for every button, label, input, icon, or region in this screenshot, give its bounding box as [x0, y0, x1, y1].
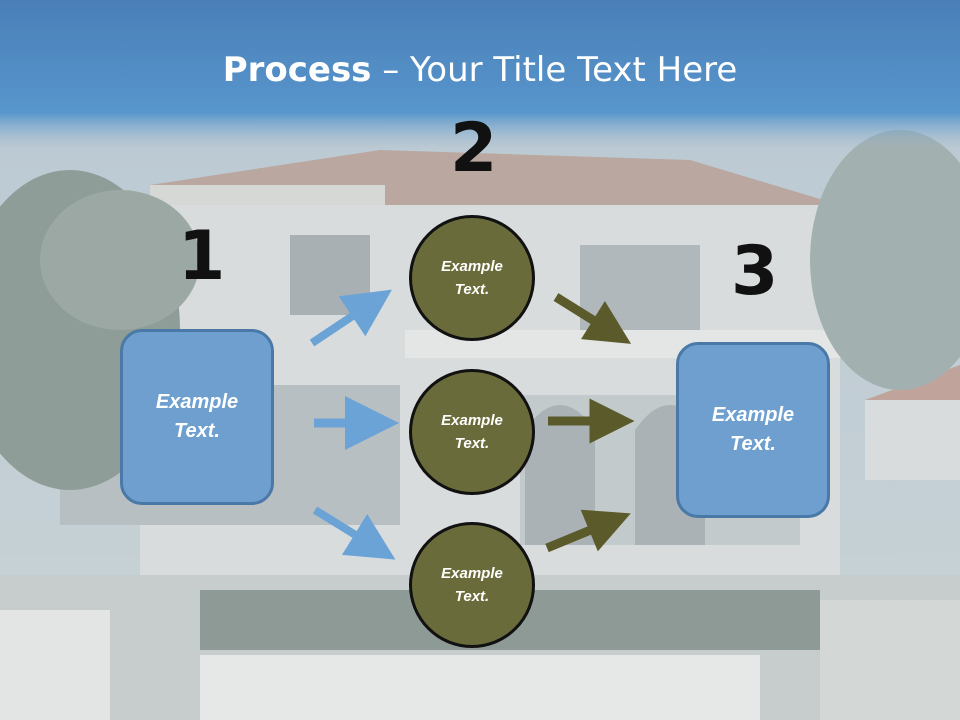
step-number-2: 2 [450, 109, 498, 188]
circle-top-line1: Example [441, 258, 503, 275]
arrow-olive-down [553, 293, 632, 344]
slide-title: Process – Your Title Text Here [0, 50, 960, 90]
step1-box-line1: Example [155, 391, 239, 413]
circle-top-line2: Text. [454, 281, 490, 298]
circle-bottom-line1: Example [441, 565, 503, 582]
step-number-1: 1 [178, 217, 226, 296]
step3-box-line2: Text. [730, 433, 776, 455]
circle-middle-line2: Text. [454, 435, 490, 452]
arrow-olive-up [545, 509, 631, 553]
circle-middle-line1: Example [441, 412, 503, 429]
step1-box-line2: Text. [174, 420, 220, 442]
title-bold: Process [222, 50, 372, 90]
circle-bottom-line2: Text. [454, 588, 490, 605]
arrow-blue-up [309, 289, 392, 347]
step-number-3: 3 [731, 232, 779, 311]
title-rest: – Your Title Text Here [371, 50, 738, 90]
step3-box-line1: Example [711, 404, 795, 426]
arrow-blue-down [312, 506, 396, 560]
